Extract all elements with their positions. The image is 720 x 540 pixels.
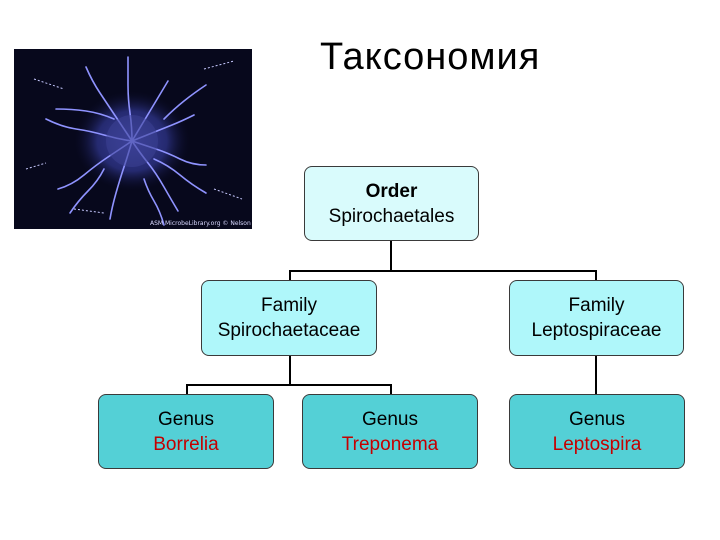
connector-family2-down	[595, 356, 597, 394]
family-name: Spirochaetaceae	[217, 320, 361, 341]
family-node-leptospiraceae: Family Leptospiraceae	[509, 280, 684, 356]
family-rank: Family	[568, 295, 625, 316]
order-node: Order Spirochaetales	[304, 166, 479, 241]
order-name: Spirochaetales	[328, 205, 455, 227]
genus-rank: Genus	[569, 408, 625, 430]
connector-genus1-up	[186, 384, 188, 394]
spirochete-micrograph: ASM MicrobeLibrary.org © Nelson	[14, 49, 252, 229]
connector-family2-up	[595, 270, 597, 280]
family-rank: Family	[261, 295, 317, 316]
photo-credit: ASM MicrobeLibrary.org © Nelson	[150, 220, 251, 227]
connector-family1-up	[289, 270, 291, 280]
connector-order-down	[390, 241, 392, 271]
genus-name: Borrelia	[153, 433, 219, 455]
genus-rank: Genus	[158, 408, 214, 430]
family-node-spirochaetaceae: Family Spirochaetaceae	[201, 280, 377, 356]
order-rank: Order	[365, 180, 418, 202]
page-title: Таксономия	[320, 36, 541, 78]
genus-node-leptospira: Genus Leptospira	[509, 394, 685, 469]
connector-family1-down	[289, 356, 291, 385]
connector-genus2-up	[390, 384, 392, 394]
genus-name: Leptospira	[552, 433, 642, 455]
connector-order-bar	[289, 270, 597, 272]
genus-node-treponema: Genus Treponema	[302, 394, 478, 469]
genus-node-borrelia: Genus Borrelia	[98, 394, 274, 469]
family-name: Leptospiraceae	[531, 320, 662, 341]
genus-name: Treponema	[341, 433, 439, 455]
genus-rank: Genus	[362, 408, 418, 430]
connector-genus-bar	[186, 384, 392, 386]
